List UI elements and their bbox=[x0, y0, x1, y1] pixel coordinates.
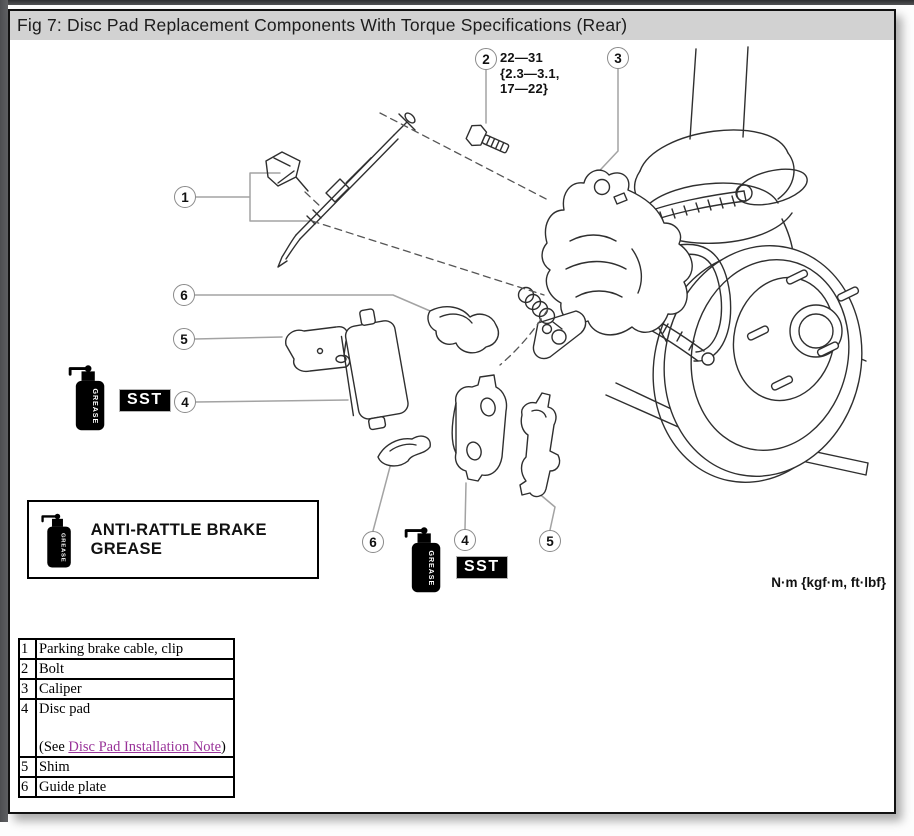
knuckle bbox=[605, 302, 869, 476]
sst-label-lower: SST bbox=[457, 557, 507, 578]
callout-6-upper: 6 bbox=[173, 284, 195, 306]
shim-upper bbox=[285, 326, 351, 373]
callout-6-lower: 6 bbox=[362, 531, 384, 553]
part-number: 5 bbox=[18, 755, 37, 778]
callout-2: 2 bbox=[475, 48, 497, 70]
callout-4-upper: 4 bbox=[174, 391, 196, 413]
torque-units-label: N·m {kgf·m, ft·lbf} bbox=[771, 575, 886, 590]
grease-can-icon: GREASE bbox=[68, 365, 105, 431]
guide-plate-lower bbox=[377, 435, 431, 467]
part-number: 1 bbox=[18, 637, 37, 661]
part-name: Parking brake cable, clip bbox=[35, 637, 235, 661]
table-row: 3 Caliper bbox=[18, 678, 235, 701]
part-name: Caliper bbox=[35, 678, 235, 701]
part-name: Disc pad (See Disc Pad Installation Note… bbox=[35, 698, 235, 758]
disc-pad-upper bbox=[340, 308, 409, 431]
figure-title-bar: Fig 7: Disc Pad Replacement Components W… bbox=[10, 11, 894, 40]
table-row: 1 Parking brake cable, clip bbox=[18, 637, 235, 661]
sst-label-upper: SST bbox=[120, 390, 170, 411]
parking-brake-cable bbox=[265, 112, 416, 268]
caliper-bolt bbox=[465, 124, 510, 154]
anti-rattle-legend: GREASE ANTI-RATTLE BRAKE GREASE bbox=[27, 500, 319, 579]
table-row: 5 Shim bbox=[18, 755, 235, 778]
svg-text:GREASE: GREASE bbox=[427, 550, 435, 586]
part-number: 3 bbox=[18, 678, 37, 701]
part-name: Guide plate bbox=[35, 775, 235, 798]
caliper-body bbox=[517, 169, 693, 360]
grease-can-lower: GREASE bbox=[404, 522, 450, 601]
figure-title: Fig 7: Disc Pad Replacement Components W… bbox=[17, 15, 628, 35]
part-name: Bolt bbox=[35, 658, 235, 681]
torque-spec-label: 22—31{2.3—3.1,17—22} bbox=[500, 50, 560, 96]
table-row: 6 Guide plate bbox=[18, 775, 235, 798]
window-edge-left bbox=[0, 0, 8, 822]
grease-can-icon: GREASE bbox=[404, 527, 441, 593]
disc-pad-lower bbox=[451, 374, 508, 482]
table-row: 2 Bolt bbox=[18, 658, 235, 681]
callout-leader-lines bbox=[194, 68, 619, 532]
svg-text:GREASE: GREASE bbox=[59, 532, 65, 562]
parts-table: 1 Parking brake cable, clip 2 Bolt 3 Cal… bbox=[18, 637, 235, 798]
part-name: Shim bbox=[35, 755, 235, 778]
caliper-carrier bbox=[654, 243, 732, 362]
guide-plate-upper bbox=[427, 306, 500, 354]
document-page: Fig 7: Disc Pad Replacement Components W… bbox=[8, 9, 896, 814]
assembly-dashed-lines bbox=[304, 112, 551, 366]
wheel-studs bbox=[746, 269, 860, 391]
guide-pin-spring bbox=[517, 286, 563, 330]
svg-text:GREASE: GREASE bbox=[91, 388, 99, 424]
grease-can-icon: GREASE bbox=[41, 513, 71, 567]
table-row: 4 Disc pad (See Disc Pad Installation No… bbox=[18, 698, 235, 758]
part-number: 4 bbox=[18, 698, 37, 758]
callout-5-lower: 5 bbox=[539, 530, 561, 552]
part-number: 6 bbox=[18, 775, 37, 798]
callout-1: 1 bbox=[174, 186, 196, 208]
anti-rattle-label: ANTI-RATTLE BRAKE GREASE bbox=[90, 520, 267, 558]
callout-5-upper: 5 bbox=[173, 328, 195, 350]
shim-lower bbox=[519, 392, 561, 498]
window-edge-top bbox=[0, 0, 914, 5]
brake-hose bbox=[623, 190, 747, 366]
part-number: 2 bbox=[18, 658, 37, 681]
grease-can-upper: GREASE bbox=[68, 360, 114, 439]
strut-assembly bbox=[631, 46, 808, 314]
disc-pad-installation-note-link[interactable]: Disc Pad Installation Note bbox=[68, 738, 222, 755]
callout-3: 3 bbox=[607, 47, 629, 69]
disc-pad-note: (See Disc Pad Installation Note) bbox=[39, 738, 226, 755]
brake-rotor bbox=[652, 245, 863, 483]
callout-4-lower: 4 bbox=[454, 529, 476, 551]
